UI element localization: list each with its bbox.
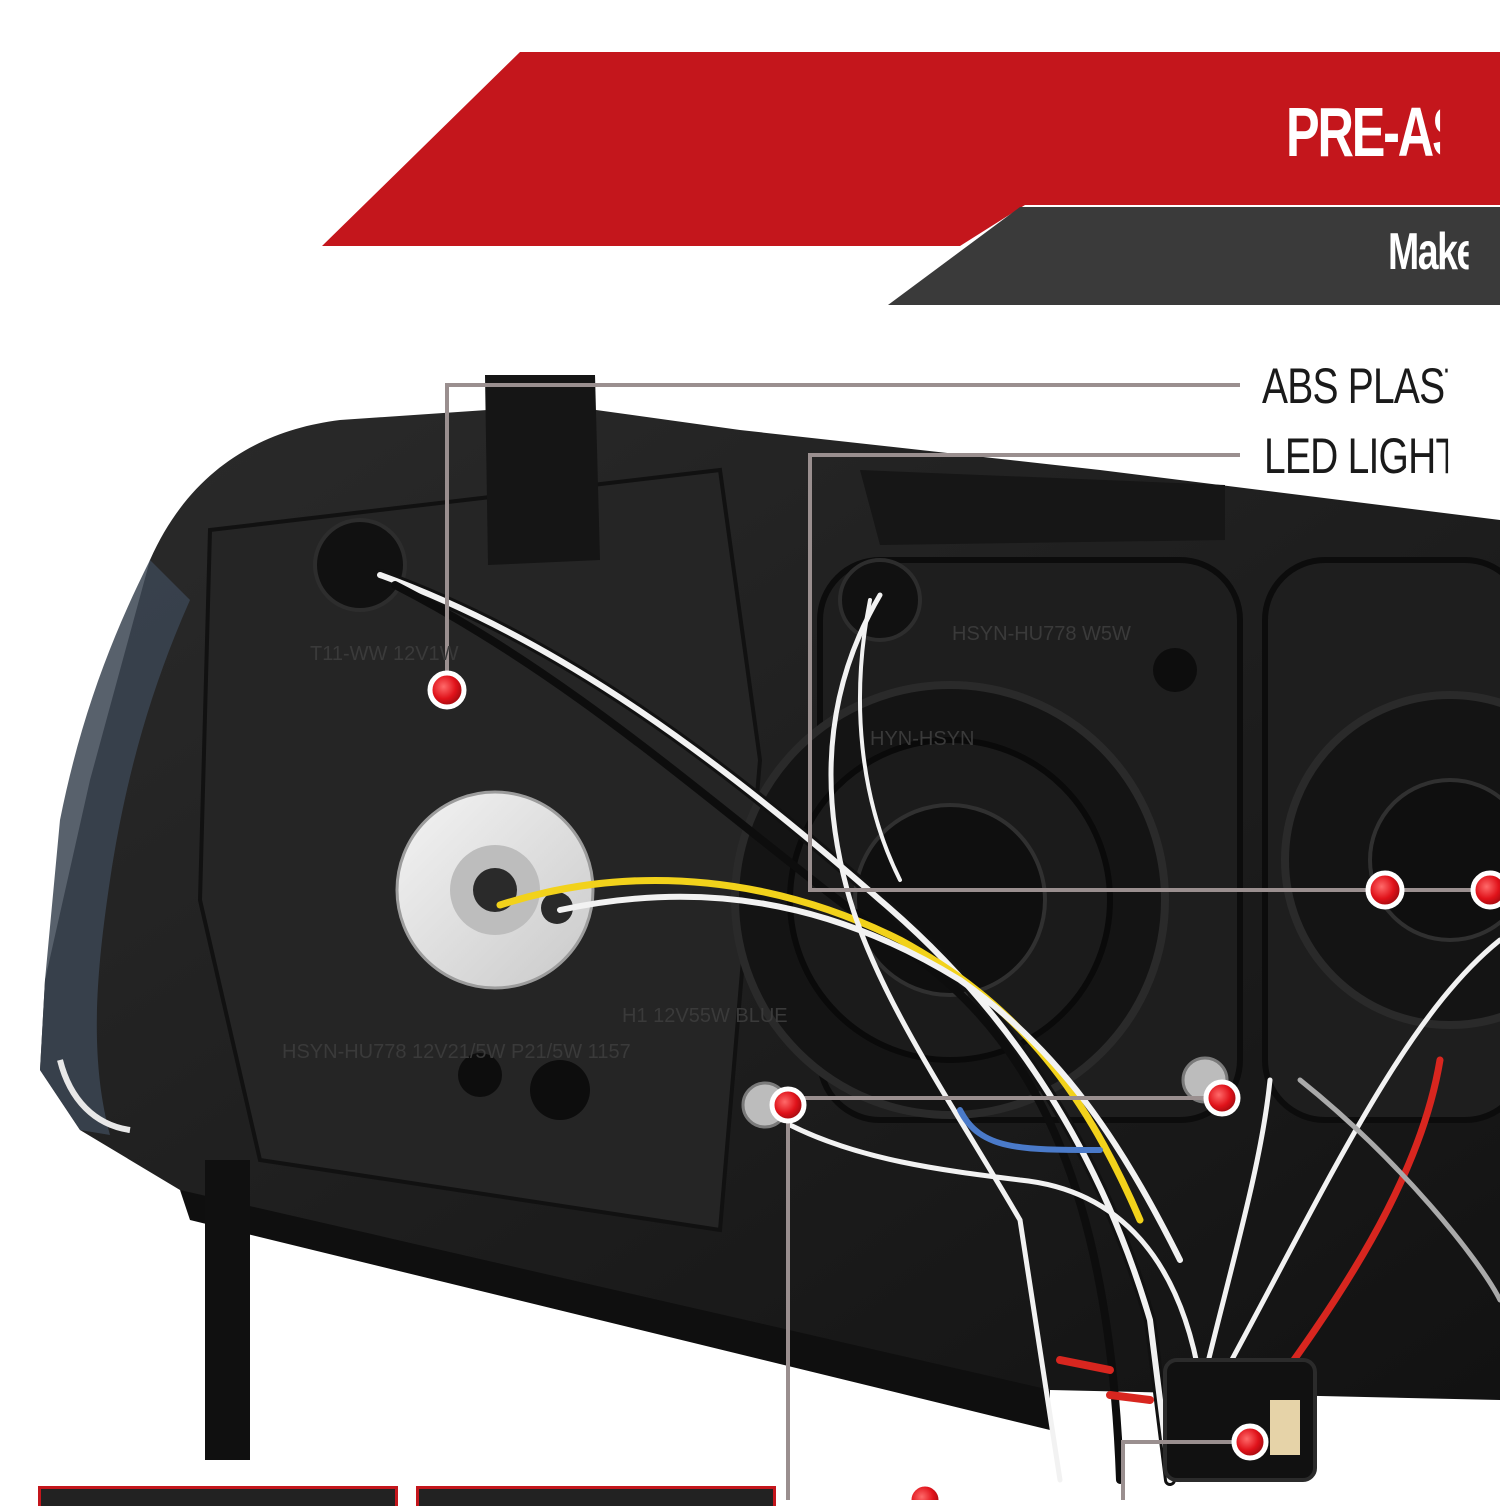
connector-plug — [1163, 1358, 1317, 1482]
bulb-cap — [395, 790, 595, 990]
red-dot-marker-icon — [1365, 870, 1405, 910]
decal-top-center: HSYN-HU778 W5W — [952, 623, 1131, 645]
callout-abs-plastic: ABS PLASTIC — [1262, 358, 1448, 414]
decal-top-left: T11-WW 12V1W — [310, 643, 459, 665]
red-dot-marker-icon — [906, 1481, 944, 1500]
decal-bottom-center: H1 12V55W BLUE — [622, 1005, 788, 1027]
banner-subtitle: Make — [1388, 223, 1469, 281]
mounting-bolt-left — [741, 1081, 789, 1129]
decal-ring: HYN-HSYN — [870, 728, 974, 750]
wiring-harness — [374, 569, 1500, 1486]
mounting-bolt-right — [1181, 1056, 1229, 1104]
decal-bottom-left: HSYN-HU778 12V21/5W P21/5W 1157 — [282, 1041, 631, 1063]
projector-socket-right — [1281, 691, 1500, 1029]
red-dot-marker-icon — [1231, 1423, 1269, 1461]
thumbnail-frame-left — [38, 1486, 398, 1506]
red-dot-marker-icon — [1203, 1079, 1241, 1117]
banner-title: PRE-ASSE — [1286, 93, 1440, 171]
callout-leader-lines — [445, 383, 1490, 1500]
projector-socket-left — [731, 681, 1169, 1119]
red-dot-marker-icon — [427, 670, 467, 710]
red-dot-marker-icon — [1470, 870, 1500, 910]
headlight-housing — [40, 375, 1500, 1460]
thumbnail-frame-right — [416, 1486, 776, 1506]
marker-dots — [427, 670, 1500, 1500]
callout-led-light: LED LIGHT W — [1264, 428, 1449, 484]
red-dot-marker-icon — [769, 1086, 807, 1124]
